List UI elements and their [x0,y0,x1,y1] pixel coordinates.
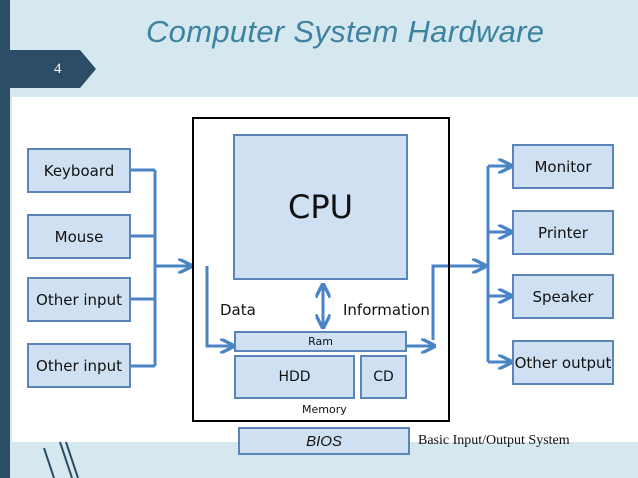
input-other-box: Other input [27,343,131,388]
input-mouse-box: Mouse [27,214,131,259]
input-other-box: Other input [27,277,131,322]
output-printer-box: Printer [512,210,614,255]
output-speaker-box: Speaker [512,274,614,319]
bios-description: Basic Input/Output System [418,433,570,448]
information-label: Information [343,301,430,319]
page-number: 4 [54,61,62,77]
data-arrow [205,266,232,346]
input-keyboard-box: Keyboard [27,148,131,193]
output-other-box: Other output [512,340,614,385]
information-to-output-line [431,266,484,340]
page-number-tab [10,50,96,88]
slide-title: Computer System Hardware [146,14,545,49]
bios-box: BIOS [238,427,410,455]
ram-box: Ram [234,331,407,352]
output-monitor-box: Monitor [512,144,614,189]
hdd-box: HDD [234,355,355,399]
computer-system-frame [192,117,450,422]
cpu-box: CPU [233,134,408,280]
cd-box: CD [360,355,407,399]
memory-label: Memory [302,403,347,416]
slide-left-bar [0,0,10,478]
data-label: Data [220,301,256,319]
